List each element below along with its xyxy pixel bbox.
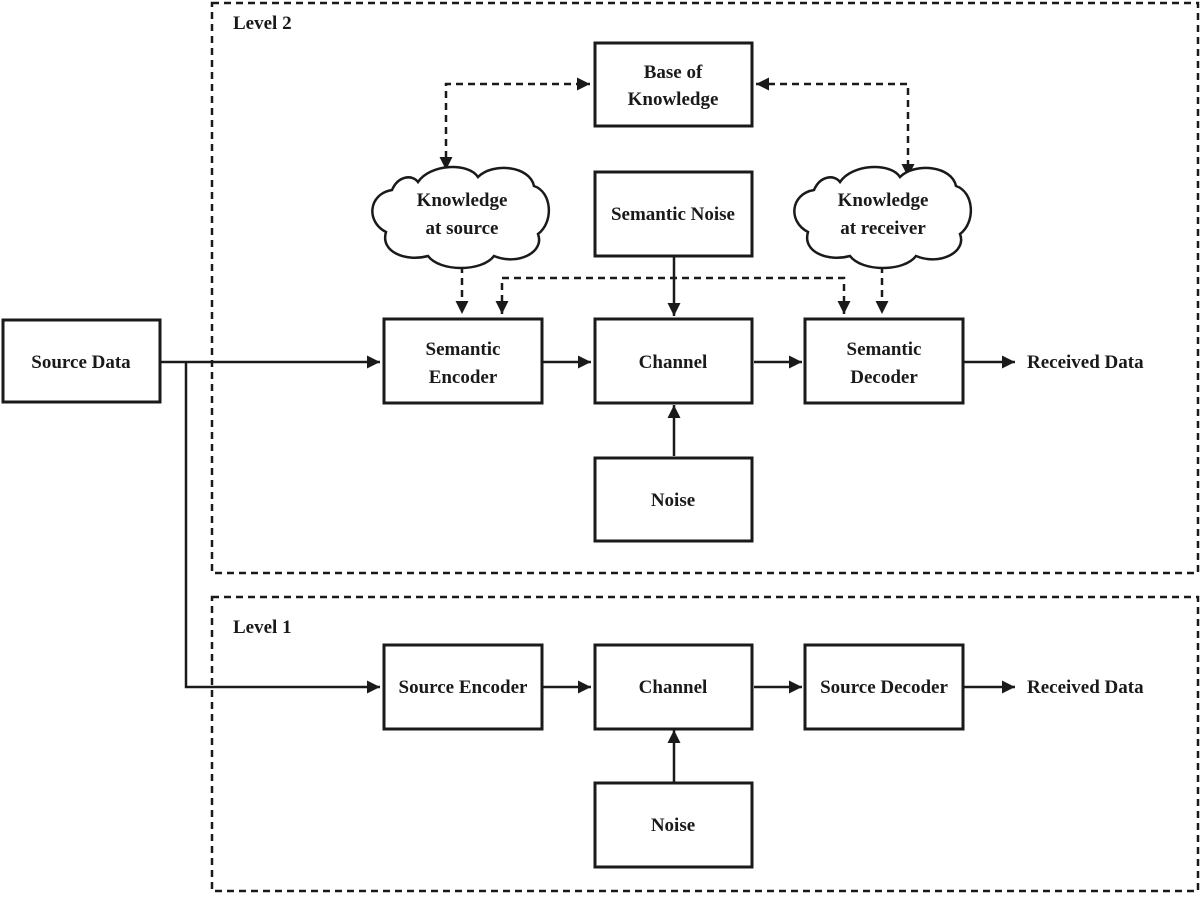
channel-label-l1: Channel — [639, 677, 708, 698]
level-2-frame — [210, 1, 1200, 575]
base-of-knowledge-line-1: Base of — [644, 62, 703, 83]
base-of-knowledge-block: Base of Knowledge — [593, 41, 754, 128]
received-data-label-l2: Received Data — [1027, 352, 1144, 373]
source-knowledge-base-link — [439, 77, 590, 170]
source-encoder-label: Source Encoder — [399, 677, 529, 698]
receiver-knowledge-base-link — [756, 77, 915, 177]
received-data-label-l1: Received Data — [1027, 677, 1144, 698]
level-2-label: Level 2 — [233, 13, 292, 34]
knowledge-at-receiver-line-2: at receiver — [840, 218, 926, 239]
noise-label-l2: Noise — [651, 490, 695, 511]
channel-block-l2: Channel — [593, 317, 754, 405]
semantic-decoder-block: Semantic Decoder — [803, 317, 965, 405]
knowledge-at-receiver-cloud: Knowledge at receiver — [793, 165, 973, 270]
source-decoder-block: Source Decoder — [803, 643, 965, 731]
channel-label-l2: Channel — [639, 352, 708, 373]
channel-block-l1: Channel — [593, 643, 754, 731]
source-to-source-encoder-arrow — [184, 362, 380, 694]
semantic-noise-label: Semantic Noise — [611, 204, 735, 225]
noise-block-l2: Noise — [593, 456, 754, 543]
semantic-decoder-line-1: Semantic — [847, 339, 922, 360]
knowledge-at-receiver-line-1: Knowledge — [838, 190, 929, 211]
semantic-encoder-line-1: Semantic — [426, 339, 501, 360]
knowledge-at-source-line-2: at source — [426, 218, 499, 239]
semantic-decoder-line-2: Decoder — [850, 367, 918, 388]
semantic-noise-block: Semantic Noise — [593, 170, 754, 258]
level-1-frame — [210, 595, 1200, 893]
knowledge-at-source-line-1: Knowledge — [417, 190, 508, 211]
source-decoder-label: Source Decoder — [820, 677, 948, 698]
noise-label-l1: Noise — [651, 815, 695, 836]
noise-block-l1: Noise — [593, 781, 754, 869]
semantic-encoder-block: Semantic Encoder — [382, 317, 544, 405]
semantic-encoder-line-2: Encoder — [429, 367, 498, 388]
source-encoder-block: Source Encoder — [382, 643, 544, 731]
base-of-knowledge-line-2: Knowledge — [628, 89, 719, 110]
level-1-label: Level 1 — [233, 617, 292, 638]
source-data-label: Source Data — [31, 352, 131, 373]
knowledge-at-source-cloud: Knowledge at source — [371, 165, 551, 270]
source-data-block: Source Data — [1, 318, 162, 404]
